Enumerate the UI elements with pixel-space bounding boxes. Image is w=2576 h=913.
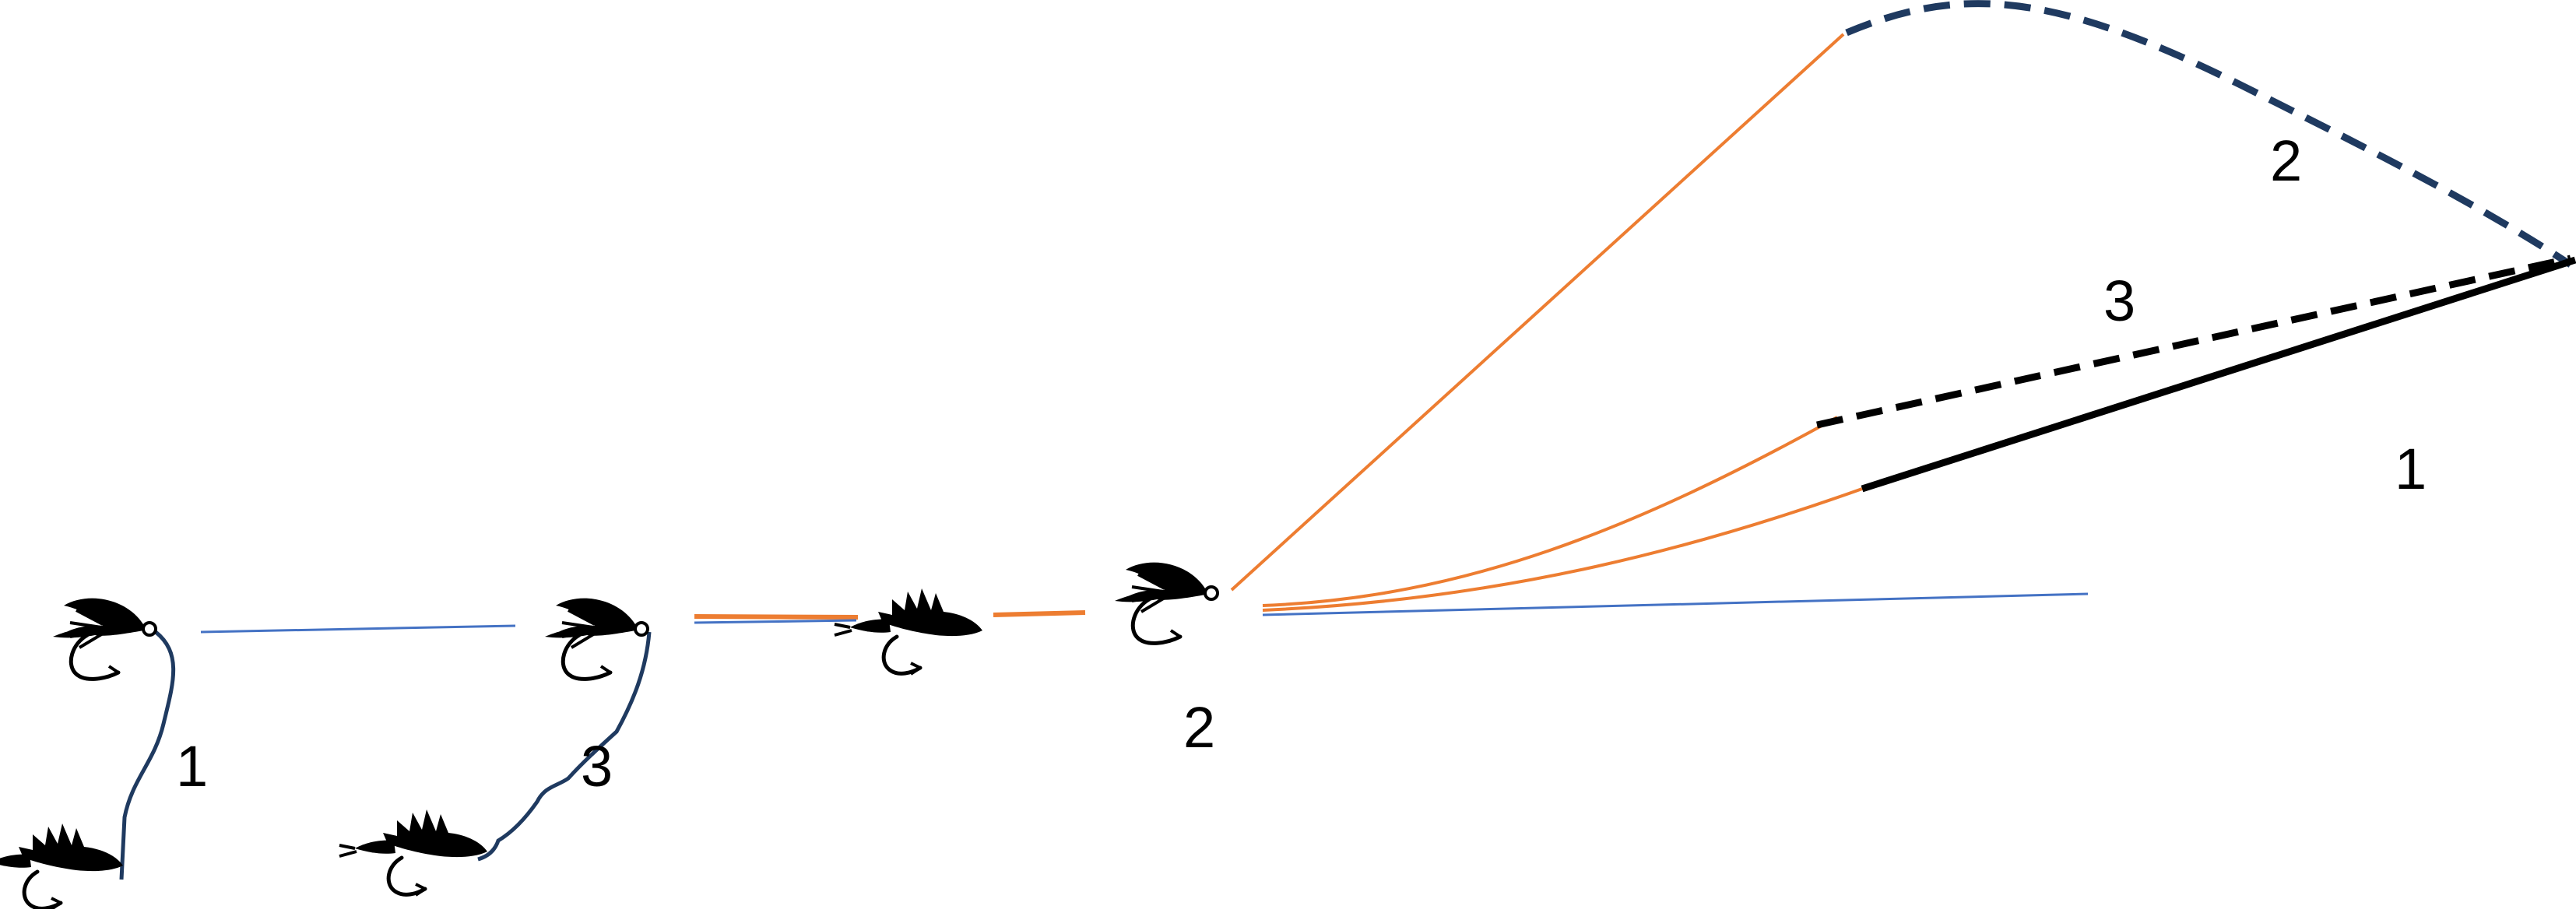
rod-3 [1816,255,2571,429]
tippet-line [1262,592,2089,616]
leader-line-2 [1230,33,1845,592]
dry-fly-icon [53,599,156,679]
nymph-fly-icon [0,823,123,909]
leader-segment [993,610,1086,617]
tippet-line [200,624,516,634]
rod-2 [1845,0,2573,268]
rod-label-2: 2 [2270,128,2302,193]
rig-3: 3 [339,599,859,895]
rod-label-1: 1 [2395,437,2427,501]
rod-positions: 2 2 3 1 [1115,0,2576,760]
leader-segment [694,614,859,620]
nymph-fly-icon [339,809,487,895]
dropper-line [477,631,652,862]
rod-label-3: 3 [2103,269,2135,333]
nymph-fly-icon [835,588,982,674]
rod-1 [1861,256,2576,493]
leader-line-1 [1262,487,1863,612]
fly-label-2: 2 [1183,695,1215,760]
dropper-label-1: 1 [176,734,208,799]
dropper-label-3: 3 [581,734,613,799]
tippet-line [694,619,857,624]
center-rig [835,588,1086,674]
dropper-line [119,630,176,880]
rig-1: 1 [0,599,516,909]
leader-line-3 [1262,416,1838,607]
dry-fly-icon [545,599,648,679]
dry-fly-icon [1115,563,1218,644]
